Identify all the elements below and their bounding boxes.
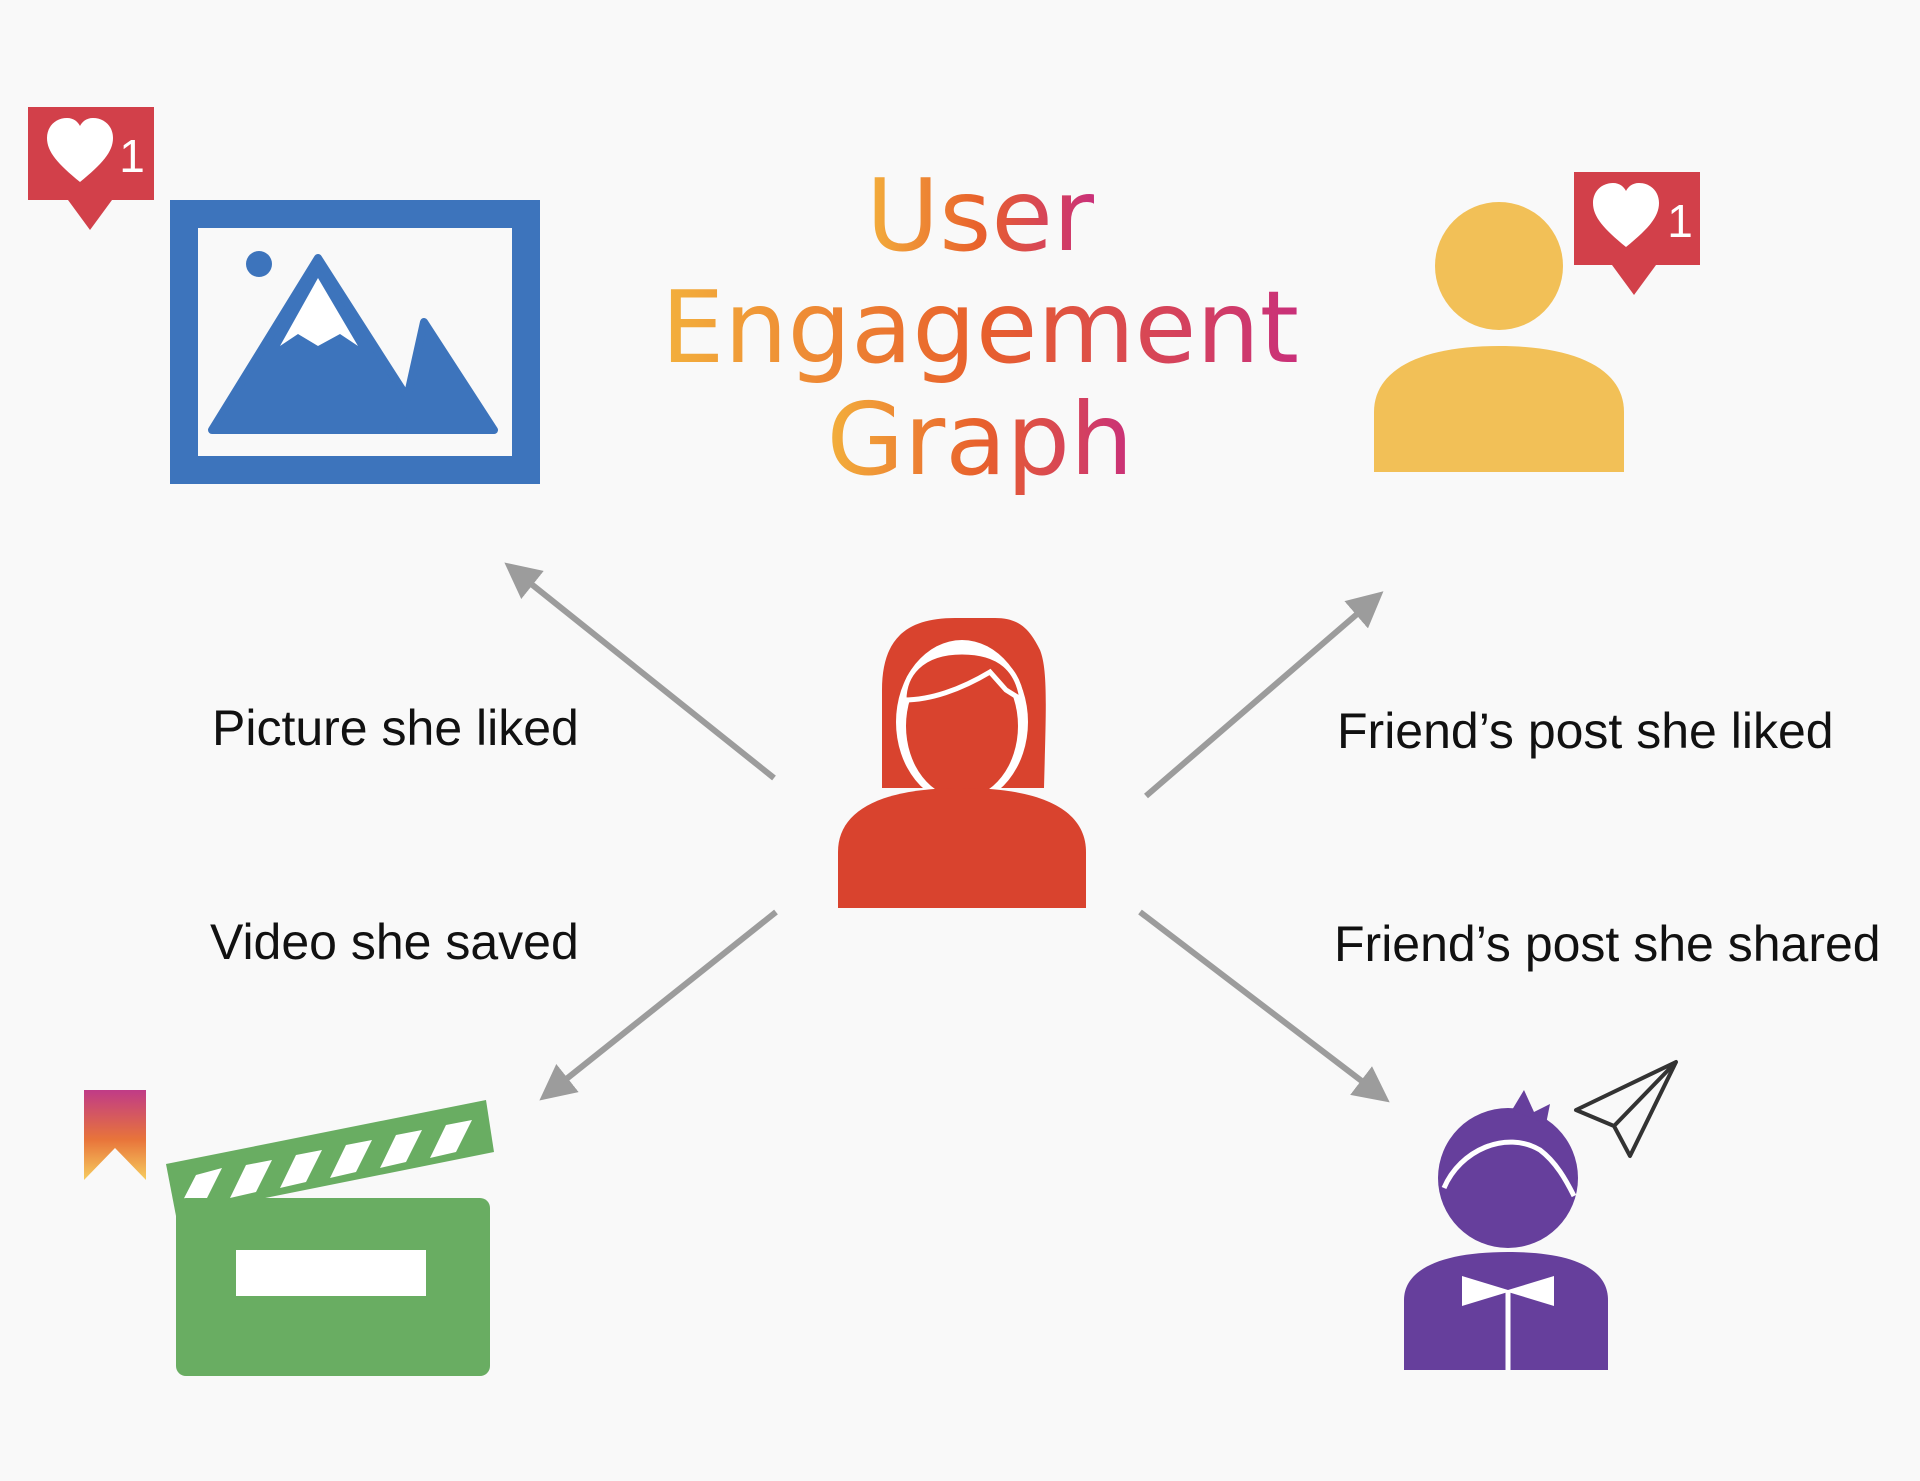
diagram-title: User Engagement Graph (661, 157, 1299, 498)
friend-like-badge: 1 (1574, 172, 1700, 295)
heart-icon (1593, 183, 1659, 247)
arrow-to-friend-shared (1138, 909, 1390, 1103)
title-line-2: Engagement (661, 269, 1299, 386)
woman-user-icon (838, 618, 1086, 908)
paper-plane-icon (1574, 1060, 1678, 1158)
edge-label-friend-post-shared: Friend’s post she shared (1334, 916, 1881, 972)
person-icon (1374, 202, 1624, 472)
picture-like-badge: 1 (28, 107, 154, 230)
friend-like-count: 1 (1667, 195, 1693, 247)
arrow-to-picture (504, 562, 776, 781)
edge-label-friend-post-liked: Friend’s post she liked (1337, 703, 1834, 759)
title-line-1: User (866, 157, 1095, 274)
arrow-to-friend-liked (1144, 591, 1384, 799)
edge-label-picture-liked: Picture she liked (212, 700, 579, 756)
edge-label-video-saved: Video she saved (210, 914, 579, 970)
arrow-to-video (539, 909, 778, 1101)
landscape-picture-icon (170, 200, 540, 484)
boy-person-icon (1404, 1090, 1608, 1370)
clapperboard-icon (166, 1100, 494, 1376)
title-line-3: Graph (827, 381, 1134, 498)
heart-icon (47, 118, 113, 182)
picture-like-count: 1 (119, 130, 145, 182)
bookmark-icon (84, 1090, 146, 1180)
